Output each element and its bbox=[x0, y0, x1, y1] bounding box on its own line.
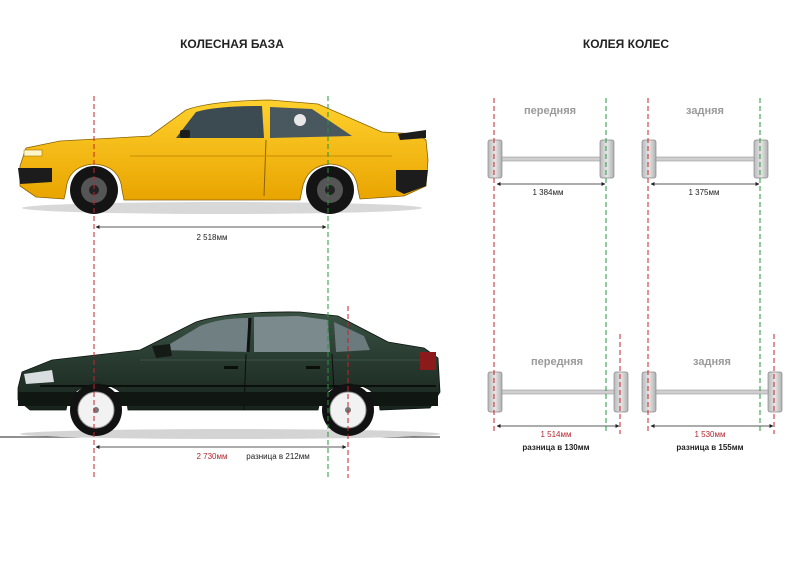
track-bottom-rear-diff: разница в 155мм bbox=[676, 443, 743, 452]
wheelbase-bottom-value: 2 730мм bbox=[196, 452, 227, 461]
track-bottom-rear: задняя 1 530мм разница в 155мм bbox=[641, 356, 783, 452]
yellow-coupe bbox=[18, 99, 429, 214]
track-bottom-front: передняя 1 514мм разница в 130мм bbox=[487, 356, 629, 452]
track-bottom-front-diff: разница в 130мм bbox=[522, 443, 589, 452]
wheelbase-bottom-diff: разница в 212мм bbox=[246, 452, 309, 461]
track-top-front-value: 1 384мм bbox=[532, 188, 563, 197]
track-top-rear-label: задняя bbox=[686, 105, 724, 117]
track-top-front-label: передняя bbox=[524, 105, 576, 117]
wheelbase-heading: КОЛЕСНАЯ БАЗА bbox=[180, 37, 284, 51]
track-bottom-rear-label: задняя bbox=[693, 356, 731, 368]
track-bottom-front-label: передняя bbox=[531, 356, 583, 368]
track-heading: КОЛЕЯ КОЛЕС bbox=[583, 37, 670, 51]
track-top-front: передняя 1 384мм bbox=[487, 105, 615, 197]
green-sedan bbox=[0, 311, 441, 439]
track-bottom-rear-value: 1 530мм bbox=[694, 430, 725, 439]
track-bottom-front-value: 1 514мм bbox=[540, 430, 571, 439]
track-top-rear-value: 1 375мм bbox=[688, 188, 719, 197]
wheelbase-top-value: 2 518мм bbox=[196, 233, 227, 242]
track-top-rear: задняя 1 375мм bbox=[641, 105, 769, 197]
